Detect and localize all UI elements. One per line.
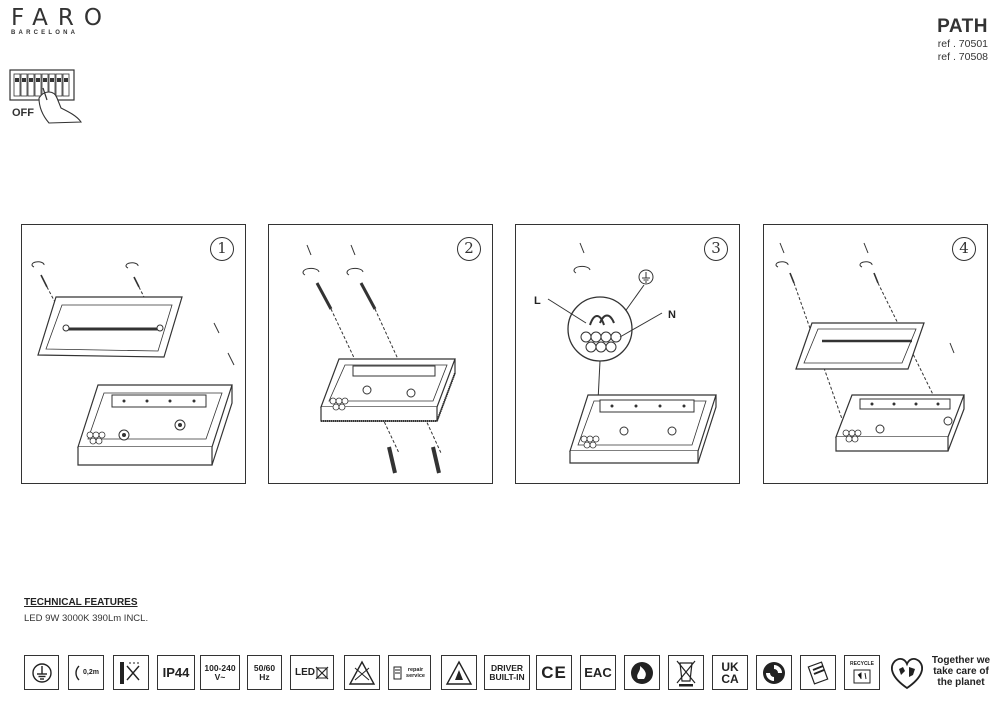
step-4-number: 4 bbox=[952, 237, 976, 261]
driver-label: DRIVER bbox=[490, 662, 524, 673]
ip-rating: IP44 bbox=[162, 665, 190, 680]
brand-location: BARCELONA bbox=[11, 30, 79, 36]
distance-icon: 0,2m bbox=[68, 655, 104, 690]
frequency-label: 50/60 bbox=[253, 662, 276, 673]
no-insulation-cover-icon bbox=[113, 655, 149, 690]
frequency-unit: Hz bbox=[259, 671, 270, 682]
esd-warning-icon bbox=[441, 655, 477, 690]
repair-service-icon: repair service bbox=[388, 655, 431, 690]
driver-sub-label: BUILT-IN bbox=[489, 671, 525, 682]
certification-icons: 0,2m IP44 100-240 V~ 50/60 Hz LED repair… bbox=[24, 655, 984, 691]
voltage-icon: 100-240 V~ bbox=[200, 655, 240, 690]
green-dot-icon bbox=[756, 655, 792, 690]
eac-mark-icon: EAC bbox=[580, 655, 616, 690]
ukca-mark-icon: UK CA bbox=[712, 655, 748, 690]
step-1-number: 1 bbox=[210, 237, 234, 261]
led-not-replaceable-icon: LED bbox=[290, 655, 334, 690]
product-ref-1: ref . 70501 bbox=[937, 38, 988, 50]
recycle-label: RECYCLE bbox=[850, 660, 874, 667]
ip44-icon: IP44 bbox=[157, 655, 195, 690]
brand-logo: FARO BARCELONA bbox=[11, 6, 136, 36]
rohs-icon bbox=[800, 655, 836, 690]
step-2-illustration bbox=[302, 244, 456, 474]
voltage-label: 100-240 bbox=[204, 662, 236, 673]
ukca-bottom-label: CA bbox=[721, 671, 739, 686]
power-off-label: OFF bbox=[12, 107, 34, 119]
frequency-icon: 50/60 Hz bbox=[247, 655, 282, 690]
flammability-icon bbox=[624, 655, 660, 690]
driver-built-in-icon: DRIVER BUILT-IN bbox=[484, 655, 530, 690]
planet-heart-icon bbox=[886, 655, 928, 690]
ce-mark-icon: CE bbox=[536, 655, 572, 690]
step-1-panel: 1 bbox=[21, 224, 246, 484]
step-3-number: 3 bbox=[704, 237, 728, 261]
ukca-top-label: UK bbox=[721, 659, 739, 674]
ce-label: CE bbox=[541, 662, 567, 682]
breaker-panel-icon bbox=[9, 69, 83, 124]
live-wire-label: L bbox=[534, 295, 541, 307]
technical-features-text: LED 9W 3000K 390Lm INCL. bbox=[24, 613, 149, 624]
step-3-illustration: L N bbox=[534, 242, 717, 464]
distance-label: 0,2m bbox=[83, 669, 99, 676]
technical-features-title: TECHNICAL FEATURES bbox=[24, 597, 138, 608]
recycle-icon: RECYCLE bbox=[844, 655, 880, 690]
voltage-unit: V~ bbox=[214, 671, 226, 682]
technical-features: TECHNICAL FEATURES LED 9W 3000K 390Lm IN… bbox=[24, 597, 148, 624]
step-2-panel: 2 bbox=[268, 224, 493, 484]
step-4-illustration bbox=[775, 242, 965, 452]
surface-temperature-icon bbox=[344, 655, 380, 690]
product-ref-2: ref . 70508 bbox=[937, 51, 988, 63]
brand-name: FARO bbox=[11, 5, 112, 31]
step-4-panel: 4 bbox=[763, 224, 988, 484]
step-3-panel: L N 3 bbox=[515, 224, 740, 484]
product-header: PATH ref . 70501 ref . 70508 bbox=[937, 16, 988, 64]
class-i-ground-icon bbox=[24, 655, 59, 690]
product-name: PATH bbox=[937, 16, 988, 37]
planet-slogan: Together we take care of the planet bbox=[931, 655, 991, 688]
repair-service-label: repair service bbox=[406, 666, 425, 679]
led-label: LED bbox=[295, 667, 315, 678]
step-2-number: 2 bbox=[457, 237, 481, 261]
weee-bin-icon bbox=[668, 655, 704, 690]
eac-label: EAC bbox=[584, 665, 612, 680]
step-1-illustration bbox=[31, 261, 235, 466]
neutral-wire-label: N bbox=[668, 309, 676, 321]
